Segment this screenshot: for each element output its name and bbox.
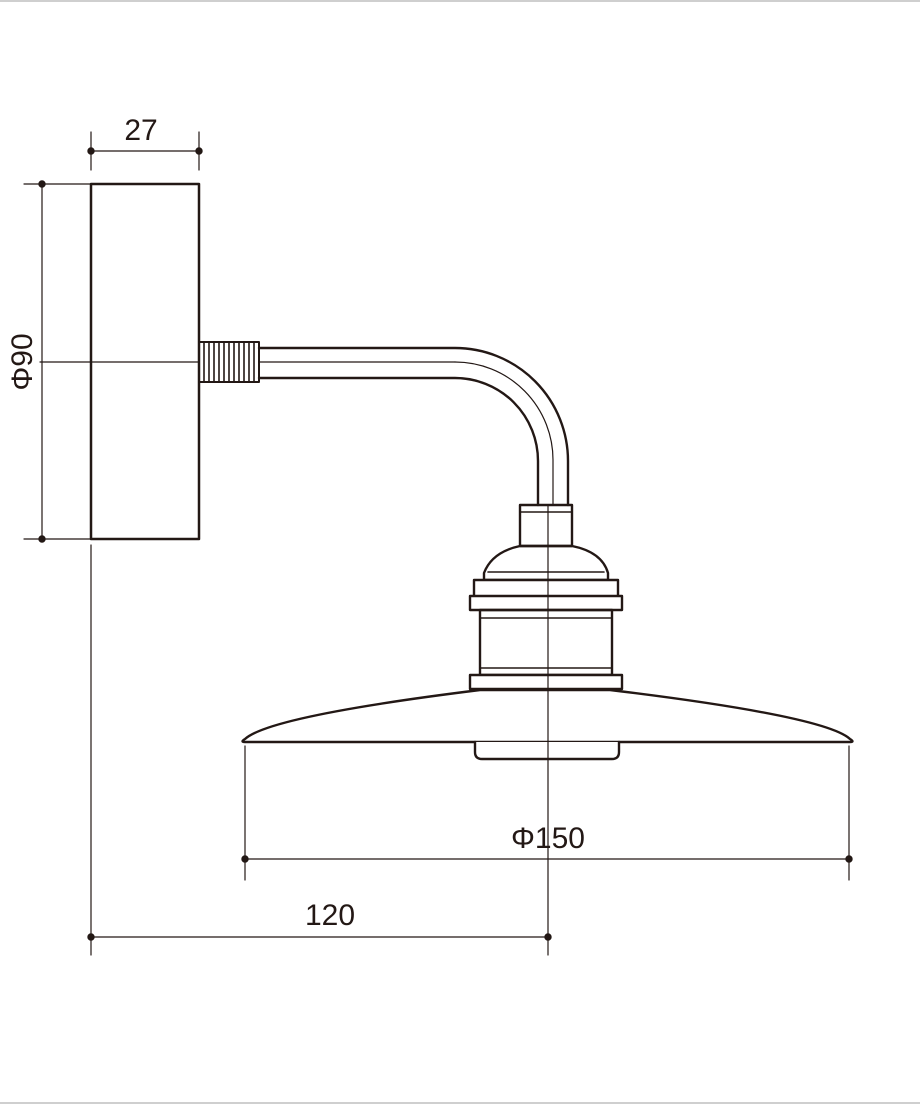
dim-dot	[87, 933, 95, 941]
dimension-base-diameter	[23, 183, 92, 540]
label-shade-diameter: Φ150	[511, 822, 585, 855]
dim-dot	[38, 180, 46, 188]
dimension-projection	[90, 544, 549, 956]
label-base-depth: 27	[124, 114, 157, 147]
bottom-border	[0, 1102, 920, 1104]
dim-dot	[544, 933, 552, 941]
dim-dot	[38, 535, 46, 543]
dim-dot	[195, 147, 203, 155]
label-projection: 120	[305, 899, 355, 932]
dim-dot	[241, 855, 249, 863]
center-lines	[39, 361, 554, 956]
socket-holder	[468, 503, 624, 691]
dim-dot	[845, 855, 853, 863]
dimension-shade-diameter	[244, 745, 850, 881]
bent-arm-pipe	[257, 346, 570, 507]
label-base-diameter: Φ90	[6, 333, 39, 390]
dim-dot	[87, 147, 95, 155]
knurled-connector	[198, 341, 260, 383]
top-border	[0, 0, 920, 2]
